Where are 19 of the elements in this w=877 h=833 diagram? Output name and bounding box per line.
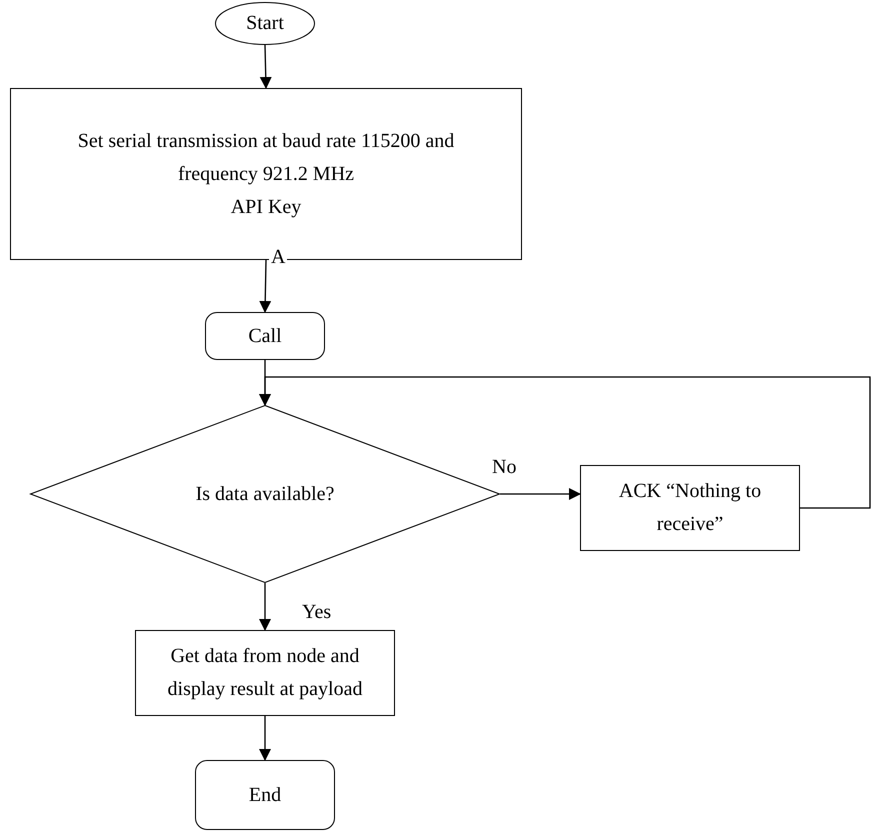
process-box xyxy=(580,465,800,551)
node-text: Is data available? xyxy=(196,482,334,506)
node-text: Call xyxy=(248,324,282,348)
node-text: End xyxy=(248,782,282,808)
process-box xyxy=(135,630,395,716)
end-terminal xyxy=(195,760,335,830)
arrow xyxy=(259,716,271,761)
start-terminal xyxy=(215,2,315,45)
node-text: Get data from node and display result at payload xyxy=(166,644,364,702)
arrow xyxy=(260,44,272,89)
arrow xyxy=(259,583,271,631)
arrow xyxy=(259,260,272,313)
node-text: API Key xyxy=(230,194,302,220)
node-text: Set serial transmission at baud rate 115200 and frequency 921.2 MHz xyxy=(76,128,456,186)
process-box xyxy=(205,312,325,360)
arrow xyxy=(500,488,581,500)
node-text: ACK “Nothing to receive” xyxy=(618,479,762,537)
arrow xyxy=(259,376,871,509)
node-text: Start xyxy=(246,11,284,36)
